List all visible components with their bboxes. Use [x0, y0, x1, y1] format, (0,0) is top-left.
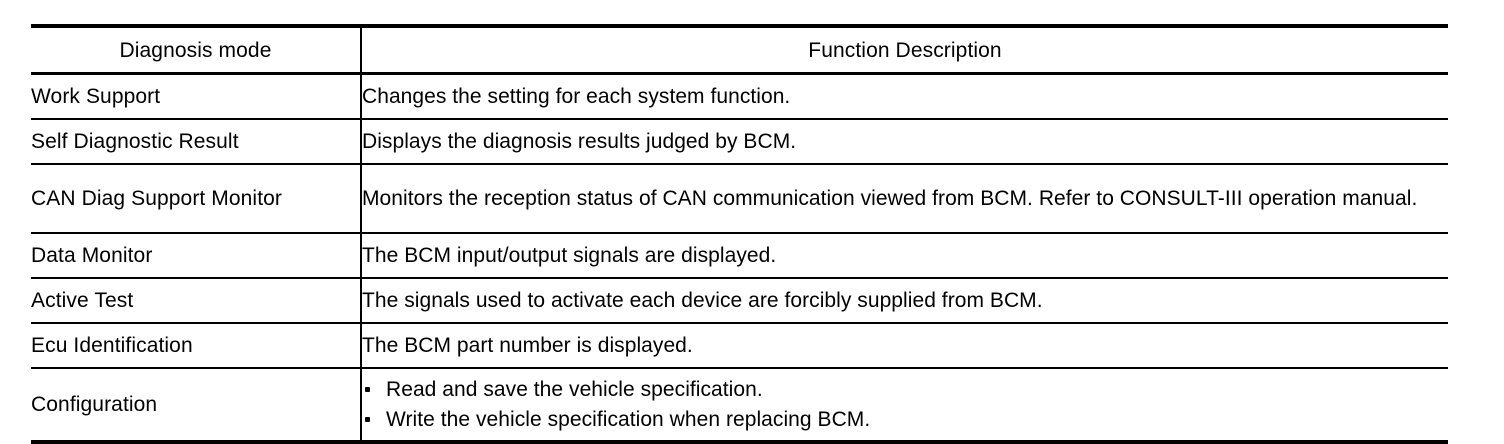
table-body: Work Support Changes the setting for eac… — [31, 72, 1448, 442]
function-description-text: Displays the diagnosis results judged by… — [362, 129, 797, 153]
diagnosis-mode-label: Data Monitor — [31, 244, 153, 267]
list-item: Read and save the vehicle specification. — [362, 375, 1448, 405]
table-row: CAN Diag Support Monitor Monitors the re… — [31, 163, 1448, 233]
cell-function-description: Monitors the reception status of CAN com… — [361, 163, 1448, 233]
diagnosis-mode-label: CAN Diag Support Monitor — [31, 187, 283, 210]
cell-diagnosis-mode: Active Test — [31, 277, 362, 323]
table-row: Work Support Changes the setting for eac… — [31, 72, 1448, 119]
function-description-text: The BCM input/output signals are display… — [362, 243, 777, 267]
cell-function-description: The BCM part number is displayed. — [361, 322, 1448, 368]
table-row: Self Diagnostic Result Displays the diag… — [31, 118, 1448, 164]
function-description-bullet-list: Read and save the vehicle specification.… — [362, 375, 1448, 435]
cell-function-description: Displays the diagnosis results judged by… — [361, 118, 1448, 164]
cell-diagnosis-mode: Ecu Identification — [31, 322, 362, 368]
cell-diagnosis-mode: Data Monitor — [31, 232, 362, 278]
cell-diagnosis-mode: Configuration — [31, 367, 362, 442]
diagnosis-mode-label: Configuration — [31, 393, 158, 416]
list-item: Write the vehicle specification when rep… — [362, 405, 1448, 435]
diagnosis-mode-label: Ecu Identification — [31, 334, 193, 357]
function-description-text: Monitors the reception status of CAN com… — [362, 186, 1418, 210]
bullet-icon — [365, 386, 370, 392]
table-row: Data Monitor The BCM input/output signal… — [31, 232, 1448, 278]
column-header-function-description: Function Description — [361, 26, 1448, 74]
cell-diagnosis-mode: CAN Diag Support Monitor — [31, 163, 362, 233]
table-row: Configuration Read and save the vehicle … — [31, 367, 1448, 442]
diagnosis-mode-table: Diagnosis mode Function Description Work… — [31, 24, 1448, 444]
table-header: Diagnosis mode Function Description — [31, 26, 1448, 74]
bullet-text: Write the vehicle specification when rep… — [386, 407, 871, 431]
diagnosis-mode-label: Work Support — [31, 85, 161, 108]
cell-diagnosis-mode: Self Diagnostic Result — [31, 118, 362, 164]
diagnosis-mode-label: Self Diagnostic Result — [31, 130, 239, 153]
column-header-diagnosis-mode-label: Diagnosis mode — [119, 38, 272, 62]
table-header-row: Diagnosis mode Function Description — [31, 26, 1448, 74]
cell-function-description: The signals used to activate each device… — [361, 277, 1448, 323]
function-description-text: The signals used to activate each device… — [362, 288, 1043, 312]
bullet-icon — [365, 416, 370, 422]
cell-function-description: The BCM input/output signals are display… — [361, 232, 1448, 278]
cell-function-description: Changes the setting for each system func… — [361, 72, 1448, 119]
diagnosis-mode-table-wrapper: Diagnosis mode Function Description Work… — [31, 24, 1448, 444]
function-description-text: The BCM part number is displayed. — [362, 333, 693, 357]
table-row: Ecu Identification The BCM part number i… — [31, 322, 1448, 368]
column-header-function-description-label: Function Description — [808, 38, 1002, 62]
cell-diagnosis-mode: Work Support — [31, 72, 362, 119]
table-row: Active Test The signals used to activate… — [31, 277, 1448, 323]
function-description-text: Changes the setting for each system func… — [362, 84, 791, 108]
cell-function-description: Read and save the vehicle specification.… — [361, 367, 1448, 442]
bullet-text: Read and save the vehicle specification. — [386, 377, 763, 401]
diagnosis-mode-label: Active Test — [31, 289, 134, 312]
column-header-diagnosis-mode: Diagnosis mode — [31, 26, 362, 74]
